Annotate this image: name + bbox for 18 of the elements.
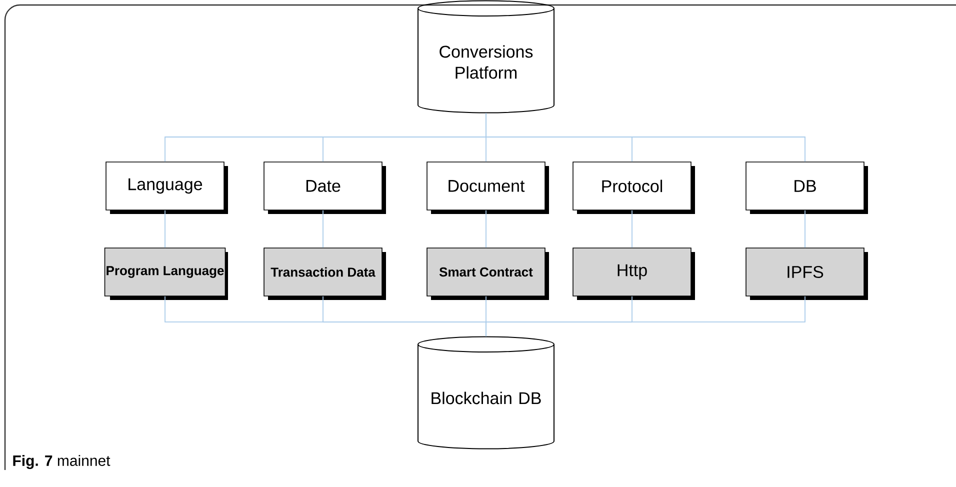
connector-line — [804, 210, 806, 248]
category-box: Date — [264, 162, 386, 214]
category-box: Language — [106, 162, 228, 214]
figure-caption: Fig. 7 mainnet — [13, 454, 110, 470]
connector-line — [486, 296, 806, 337]
category-box: DB — [746, 162, 868, 214]
database-cylinder: Blockchain DB — [418, 336, 554, 450]
connector-line — [322, 210, 324, 248]
connector-line — [164, 210, 166, 248]
component-box: Smart Contract — [426, 248, 549, 300]
category-box: Protocol — [572, 162, 695, 214]
database-cylinder: Conversions Platform — [418, 0, 554, 114]
connector-line — [486, 112, 806, 162]
component-box: Program Language — [104, 248, 228, 300]
component-box: Http — [572, 248, 695, 300]
category-box: Document — [426, 162, 549, 214]
component-box: IPFS — [746, 248, 868, 300]
component-box: Transaction Data — [264, 248, 386, 300]
